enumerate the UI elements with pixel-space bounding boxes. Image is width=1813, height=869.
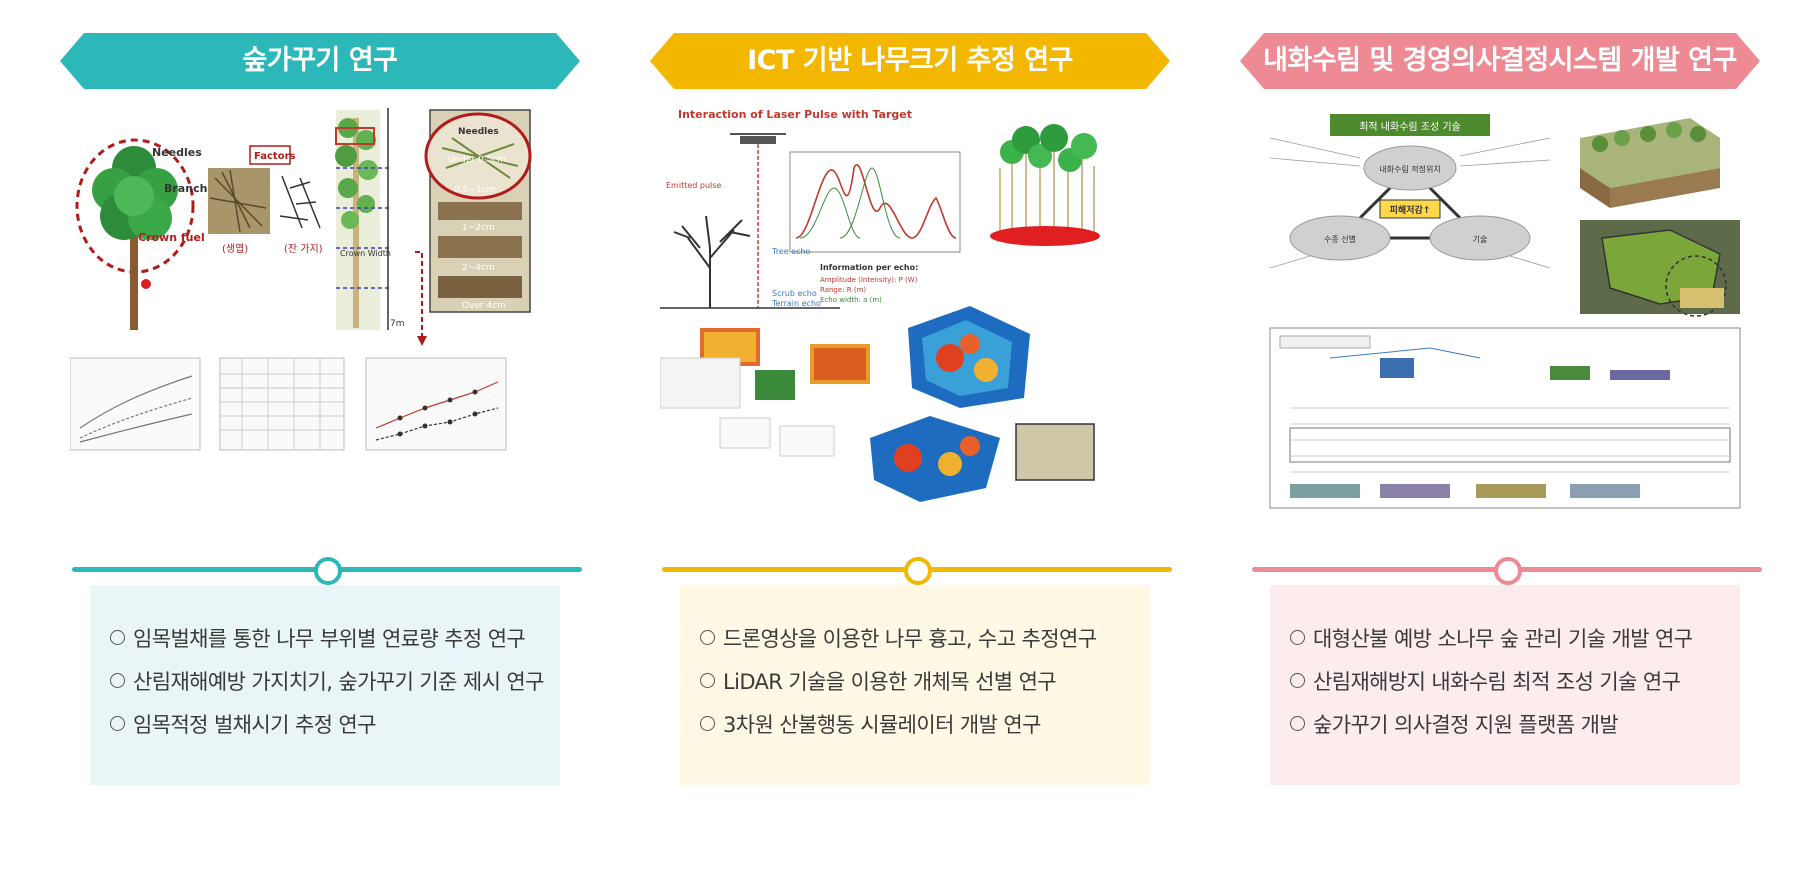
bullet-item: 임목적정 벌채시기 추정 연구 — [110, 714, 560, 737]
label-range-2: 1~2cm — [462, 223, 495, 233]
label-under-05: Under 0.5cm — [448, 155, 506, 165]
forest-block-3d — [1580, 118, 1720, 208]
section-title: ICT 기반 나무크기 추정 연구 — [747, 45, 1073, 76]
section-divider — [1252, 555, 1762, 585]
lidar-figure-collage: Interaction of Laser Pulse with Target E… — [660, 108, 1160, 528]
svg-text:피해저감↑: 피해저감↑ — [1390, 204, 1431, 216]
label-crown-fuel: Crown fuel — [138, 231, 205, 244]
circle-bullet-icon — [110, 716, 125, 731]
bullet-item: 대형산불 예방 소나무 숲 관리 기술 개발 연구 — [1290, 628, 1740, 651]
bullet-list: 대형산불 예방 소나무 숲 관리 기술 개발 연구 산림재해방지 내화수림 최적… — [1270, 585, 1740, 737]
lidar-figure: Interaction of Laser Pulse with Target E… — [660, 108, 1100, 502]
label-height: 7m — [390, 319, 405, 329]
circle-bullet-icon — [700, 630, 715, 645]
label-needles-detail: Needles — [458, 127, 499, 137]
fire-resistant-figure-collage: 최적 내화수림 조성 기술 내화수림 적정위치 수종 선별 기술 피해저감↑ — [1250, 108, 1750, 528]
section-banner: 내화수림 및 경영의사결정시스템 개발 연구 — [1240, 33, 1760, 89]
fuel-table — [219, 357, 345, 451]
bare-tree-illustration — [660, 215, 840, 309]
section-divider — [72, 555, 582, 585]
fire-resistant-figure: 최적 내화수림 조성 기술 내화수림 적정위치 수종 선별 기술 피해저감↑ — [1269, 114, 1741, 509]
platform-diagram — [1269, 327, 1741, 509]
tree-illustration: Needles Branches Crown fuel — [75, 138, 222, 330]
drone-icon — [730, 133, 786, 308]
label-needles: Needles — [152, 146, 202, 159]
branch-diameter-panel: Needles Under 0.5cm 0.5~1cm 1~2cm 2~4cm … — [415, 109, 532, 346]
svg-text:기술: 기술 — [1473, 234, 1488, 244]
divider-dot — [904, 557, 932, 585]
factors-photos: Factors (생엽) (잔 가지) — [208, 145, 323, 255]
thinning-figure: Needles Branches Crown fuel Factors (생엽)… — [70, 108, 532, 451]
label-crown-width: Crown Width — [340, 249, 391, 258]
drone-ortho-maps — [660, 328, 870, 457]
label-emitted-pulse: Emitted pulse — [666, 181, 721, 190]
label-branches: Branches — [164, 182, 222, 195]
fire-simulation-map — [870, 306, 1095, 502]
label-factors: Factors — [254, 151, 296, 162]
column-ict-tree-size-research: ICT 기반 나무크기 추정 연구 Interaction of Laser P… — [650, 0, 1190, 869]
echo-info: Information per echo: Amplitude (Intensi… — [820, 263, 918, 304]
column-thinning-research: 숲가꾸기 연구 Needles Branches Crown fuel — [60, 0, 600, 869]
bullet-item: 드론영상을 이용한 나무 흉고, 수고 추정연구 — [700, 628, 1150, 651]
bullet-list: 드론영상을 이용한 나무 흉고, 수고 추정연구 LiDAR 기술을 이용한 개… — [680, 585, 1150, 737]
section-title: 숲가꾸기 연구 — [242, 45, 398, 76]
circle-bullet-icon — [1290, 673, 1305, 688]
label-scrub-echo: Scrub echo — [772, 289, 817, 298]
waveform-chart — [789, 151, 961, 253]
svg-text:내화수림 적정위치: 내화수림 적정위치 — [1379, 164, 1440, 174]
diagram-header-text: 최적 내화수림 조성 기술 — [1359, 121, 1461, 133]
dbh-dot-chart — [365, 357, 507, 451]
bullet-item: 산림재해방지 내화수림 최적 조성 기술 연구 — [1290, 671, 1740, 694]
circle-bullet-icon — [110, 630, 125, 645]
label-over-4: Over 4cm — [462, 301, 506, 311]
svg-text:수종 선별: 수종 선별 — [1324, 234, 1356, 244]
triangle-diagram: 내화수림 적정위치 수종 선별 기술 피해저감↑ — [1269, 137, 1551, 269]
label-twig: (잔 가지) — [284, 243, 323, 255]
fuel-load-line-chart — [70, 357, 201, 451]
circle-bullet-icon — [1290, 630, 1305, 645]
section-banner: ICT 기반 나무크기 추정 연구 — [650, 33, 1170, 89]
bullet-item: 3차원 산불행동 시뮬레이터 개발 연구 — [700, 714, 1150, 737]
circle-bullet-icon — [700, 673, 715, 688]
bullet-panel: 임목벌채를 통한 나무 부위별 연료량 추정 연구 산림재해예방 가지치기, 숲… — [90, 585, 560, 785]
bullet-panel: 드론영상을 이용한 나무 흉고, 수고 추정연구 LiDAR 기술을 이용한 개… — [680, 585, 1150, 785]
circle-bullet-icon — [700, 716, 715, 731]
section-title: 내화수림 및 경영의사결정시스템 개발 연구 — [1263, 45, 1737, 76]
banner-arrow-shape — [60, 33, 580, 89]
thinning-figure-collage: Needles Branches Crown fuel Factors (생엽)… — [70, 108, 570, 528]
banner-arrow-shape — [650, 33, 1170, 89]
divider-dot — [1494, 557, 1522, 585]
point-cloud-trees — [990, 124, 1100, 246]
aerial-map — [1580, 220, 1740, 317]
bullet-list: 임목벌채를 통한 나무 부위별 연료량 추정 연구 산림재해예방 가지치기, 숲… — [90, 585, 560, 737]
label-tree-echo: Tree echo — [771, 247, 811, 256]
bullet-item: 임목벌채를 통한 나무 부위별 연료량 추정 연구 — [110, 628, 560, 651]
section-banner: 숲가꾸기 연구 — [60, 33, 580, 89]
bullet-panel: 대형산불 예방 소나무 숲 관리 기술 개발 연구 산림재해방지 내화수림 최적… — [1270, 585, 1740, 785]
diagram-header-box — [1330, 114, 1490, 136]
svg-text:Echo width: a (m): Echo width: a (m) — [820, 296, 882, 304]
label-live-leaf: (생엽) — [222, 243, 248, 255]
column-fire-resistant-forest-research: 내화수림 및 경영의사결정시스템 개발 연구 최적 내화수림 조성 기술 내화수… — [1240, 0, 1780, 869]
svg-text:Range: R (m): Range: R (m) — [820, 286, 866, 294]
svg-text:Amplitude (Intensity): P (W): Amplitude (Intensity): P (W) — [820, 276, 918, 284]
divider-dot — [314, 557, 342, 585]
circle-bullet-icon — [110, 673, 125, 688]
svg-text:Information per echo:: Information per echo: — [820, 263, 918, 272]
tree-height-strip: Crown Width 7m — [335, 108, 405, 330]
label-range-3: 2~4cm — [462, 263, 495, 273]
section-divider — [662, 555, 1172, 585]
bullet-item: LiDAR 기술을 이용한 개체목 선별 연구 — [700, 671, 1150, 694]
bullet-item: 숲가꾸기 의사결정 지원 플랫폼 개발 — [1290, 714, 1740, 737]
lidar-heading: Interaction of Laser Pulse with Target — [678, 108, 912, 121]
bullet-item: 산림재해예방 가지치기, 숲가꾸기 기준 제시 연구 — [110, 671, 560, 694]
label-range-1: 0.5~1cm — [454, 185, 495, 195]
circle-bullet-icon — [1290, 716, 1305, 731]
banner-arrow-shape — [1240, 33, 1760, 89]
label-terrain-echo: Terrain echo — [771, 299, 821, 308]
